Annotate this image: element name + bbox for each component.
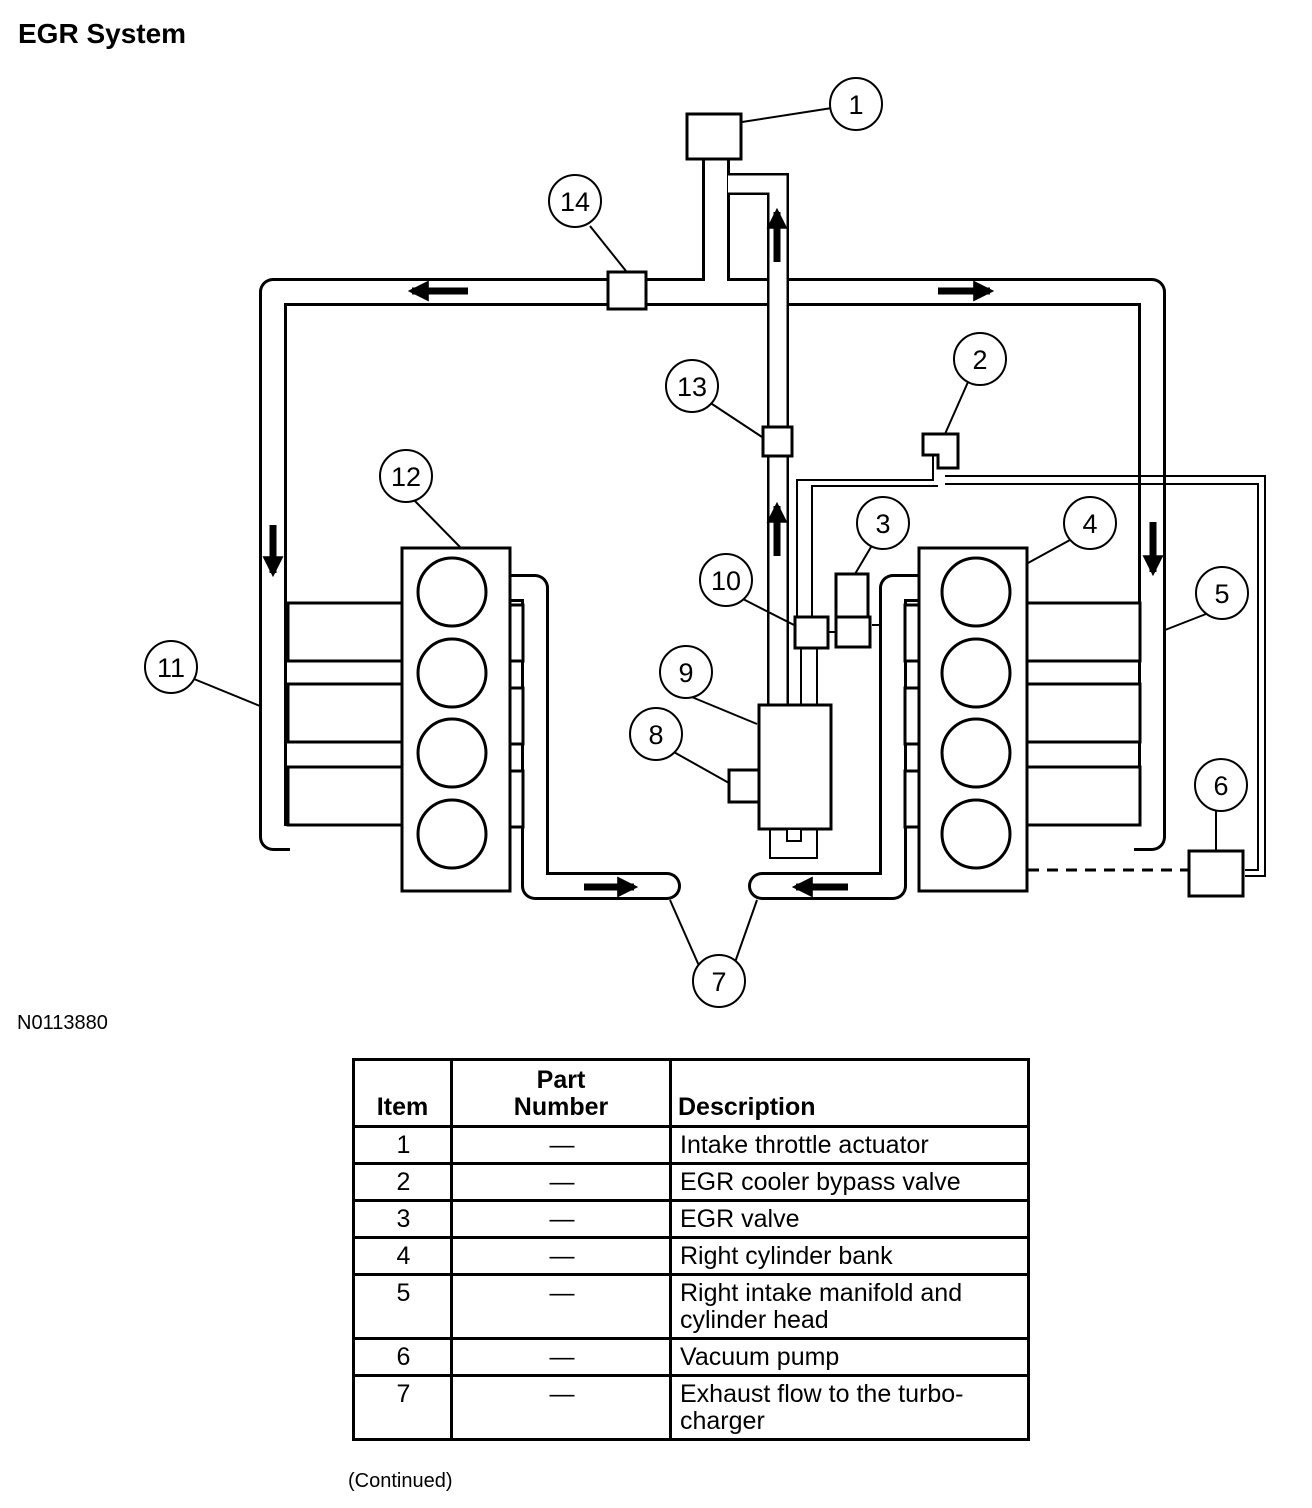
cell-description: Vacuum pump <box>669 1337 1030 1377</box>
table-row: 3 — EGR valve <box>352 1199 1030 1239</box>
cell-part-number: — <box>450 1199 672 1239</box>
svg-text:12: 12 <box>391 462 421 492</box>
svg-text:3: 3 <box>875 509 890 539</box>
continued-note: (Continued) <box>348 1470 453 1492</box>
cell-description: EGR valve <box>669 1199 1030 1239</box>
leader-lines <box>193 107 1217 969</box>
cell-item: 3 <box>352 1199 453 1239</box>
cell-item: 6 <box>352 1337 453 1377</box>
svg-text:5: 5 <box>1214 579 1229 609</box>
cell-item: 7 <box>352 1374 453 1441</box>
cell-item: 1 <box>352 1125 453 1165</box>
parts-table: Item Part Number Description 1 — Intake … <box>352 1058 1030 1441</box>
right-cylinder-bank <box>917 546 1029 893</box>
vacuum-pump <box>1187 849 1245 898</box>
cell-description: Right intake manifold and cylinder head <box>669 1273 1030 1340</box>
svg-text:10: 10 <box>711 566 741 596</box>
page-title: EGR System <box>18 18 187 49</box>
cell-part-number: — <box>450 1273 672 1340</box>
svg-text:13: 13 <box>677 372 707 402</box>
component-9-box <box>757 703 833 831</box>
cell-description: Right cylinder bank <box>669 1236 1030 1276</box>
svg-text:1: 1 <box>848 90 863 120</box>
cell-part-number: — <box>450 1337 672 1377</box>
egr-cooler-bypass-valve <box>921 432 960 470</box>
callout-7: 7 <box>692 954 746 1008</box>
intake-pipe-network <box>259 150 1166 851</box>
svg-text:14: 14 <box>560 187 590 217</box>
callout-1: 1 <box>829 77 883 131</box>
egr-system-diagram: 1 2 3 4 5 6 7 8 9 10 11 12 <box>144 77 1266 1008</box>
svg-text:11: 11 <box>157 653 185 683</box>
svg-text:6: 6 <box>1213 771 1228 801</box>
table-row: 5 — Right intake manifold and cylinder h… <box>352 1273 1030 1340</box>
component-8-box <box>727 768 761 804</box>
right-intake-runners <box>1024 601 1142 827</box>
egr-valve <box>834 572 872 649</box>
svg-text:4: 4 <box>1082 509 1097 539</box>
callout-2: 2 <box>953 332 1007 386</box>
cell-description: Exhaust flow to the turbo- charger <box>669 1374 1030 1441</box>
callout-4: 4 <box>1063 496 1117 550</box>
left-cylinder-bank <box>400 546 512 893</box>
left-intake-runners <box>286 601 404 827</box>
cell-part-number: — <box>450 1236 672 1276</box>
component-10-box <box>793 615 830 650</box>
cell-item: 2 <box>352 1162 453 1202</box>
cell-description: Intake throttle actuator <box>669 1125 1030 1165</box>
table-header-row: Item Part Number Description <box>352 1058 1030 1128</box>
component-14-box <box>606 270 648 311</box>
table-row: 6 — Vacuum pump <box>352 1337 1030 1377</box>
table-row: 7 — Exhaust flow to the turbo- charger <box>352 1374 1030 1441</box>
table-row: 2 — EGR cooler bypass valve <box>352 1162 1030 1202</box>
callout-14: 14 <box>548 174 602 228</box>
intake-throttle-actuator <box>685 112 743 161</box>
svg-text:7: 7 <box>711 967 726 997</box>
callout-9: 9 <box>659 645 713 699</box>
table-row: 4 — Right cylinder bank <box>352 1236 1030 1276</box>
callout-6: 6 <box>1194 758 1248 812</box>
header-part-number: Part Number <box>450 1058 672 1128</box>
header-item: Item <box>352 1058 453 1128</box>
cell-part-number: — <box>450 1162 672 1202</box>
callout-3: 3 <box>856 496 910 550</box>
svg-text:9: 9 <box>678 658 693 688</box>
cell-item: 5 <box>352 1273 453 1340</box>
component-13-box <box>761 425 794 458</box>
flow-arrows <box>262 207 1164 898</box>
figure-id: N0113880 <box>17 1012 108 1034</box>
table-row: 1 — Intake throttle actuator <box>352 1125 1030 1165</box>
callout-5: 5 <box>1195 566 1249 620</box>
cell-item: 4 <box>352 1236 453 1276</box>
svg-text:2: 2 <box>972 345 987 375</box>
callout-13: 13 <box>665 359 719 413</box>
callout-10: 10 <box>699 553 753 607</box>
svg-text:8: 8 <box>648 720 663 750</box>
small-port-stub <box>786 828 802 842</box>
callout-11: 11 <box>144 640 198 694</box>
cell-part-number: — <box>450 1374 672 1441</box>
cell-description: EGR cooler bypass valve <box>669 1162 1030 1202</box>
bypass-vacuum-lines <box>769 455 1266 877</box>
header-description: Description <box>669 1058 1030 1128</box>
callout-12: 12 <box>379 449 433 503</box>
callout-8: 8 <box>629 707 683 761</box>
cell-part-number: — <box>450 1125 672 1165</box>
